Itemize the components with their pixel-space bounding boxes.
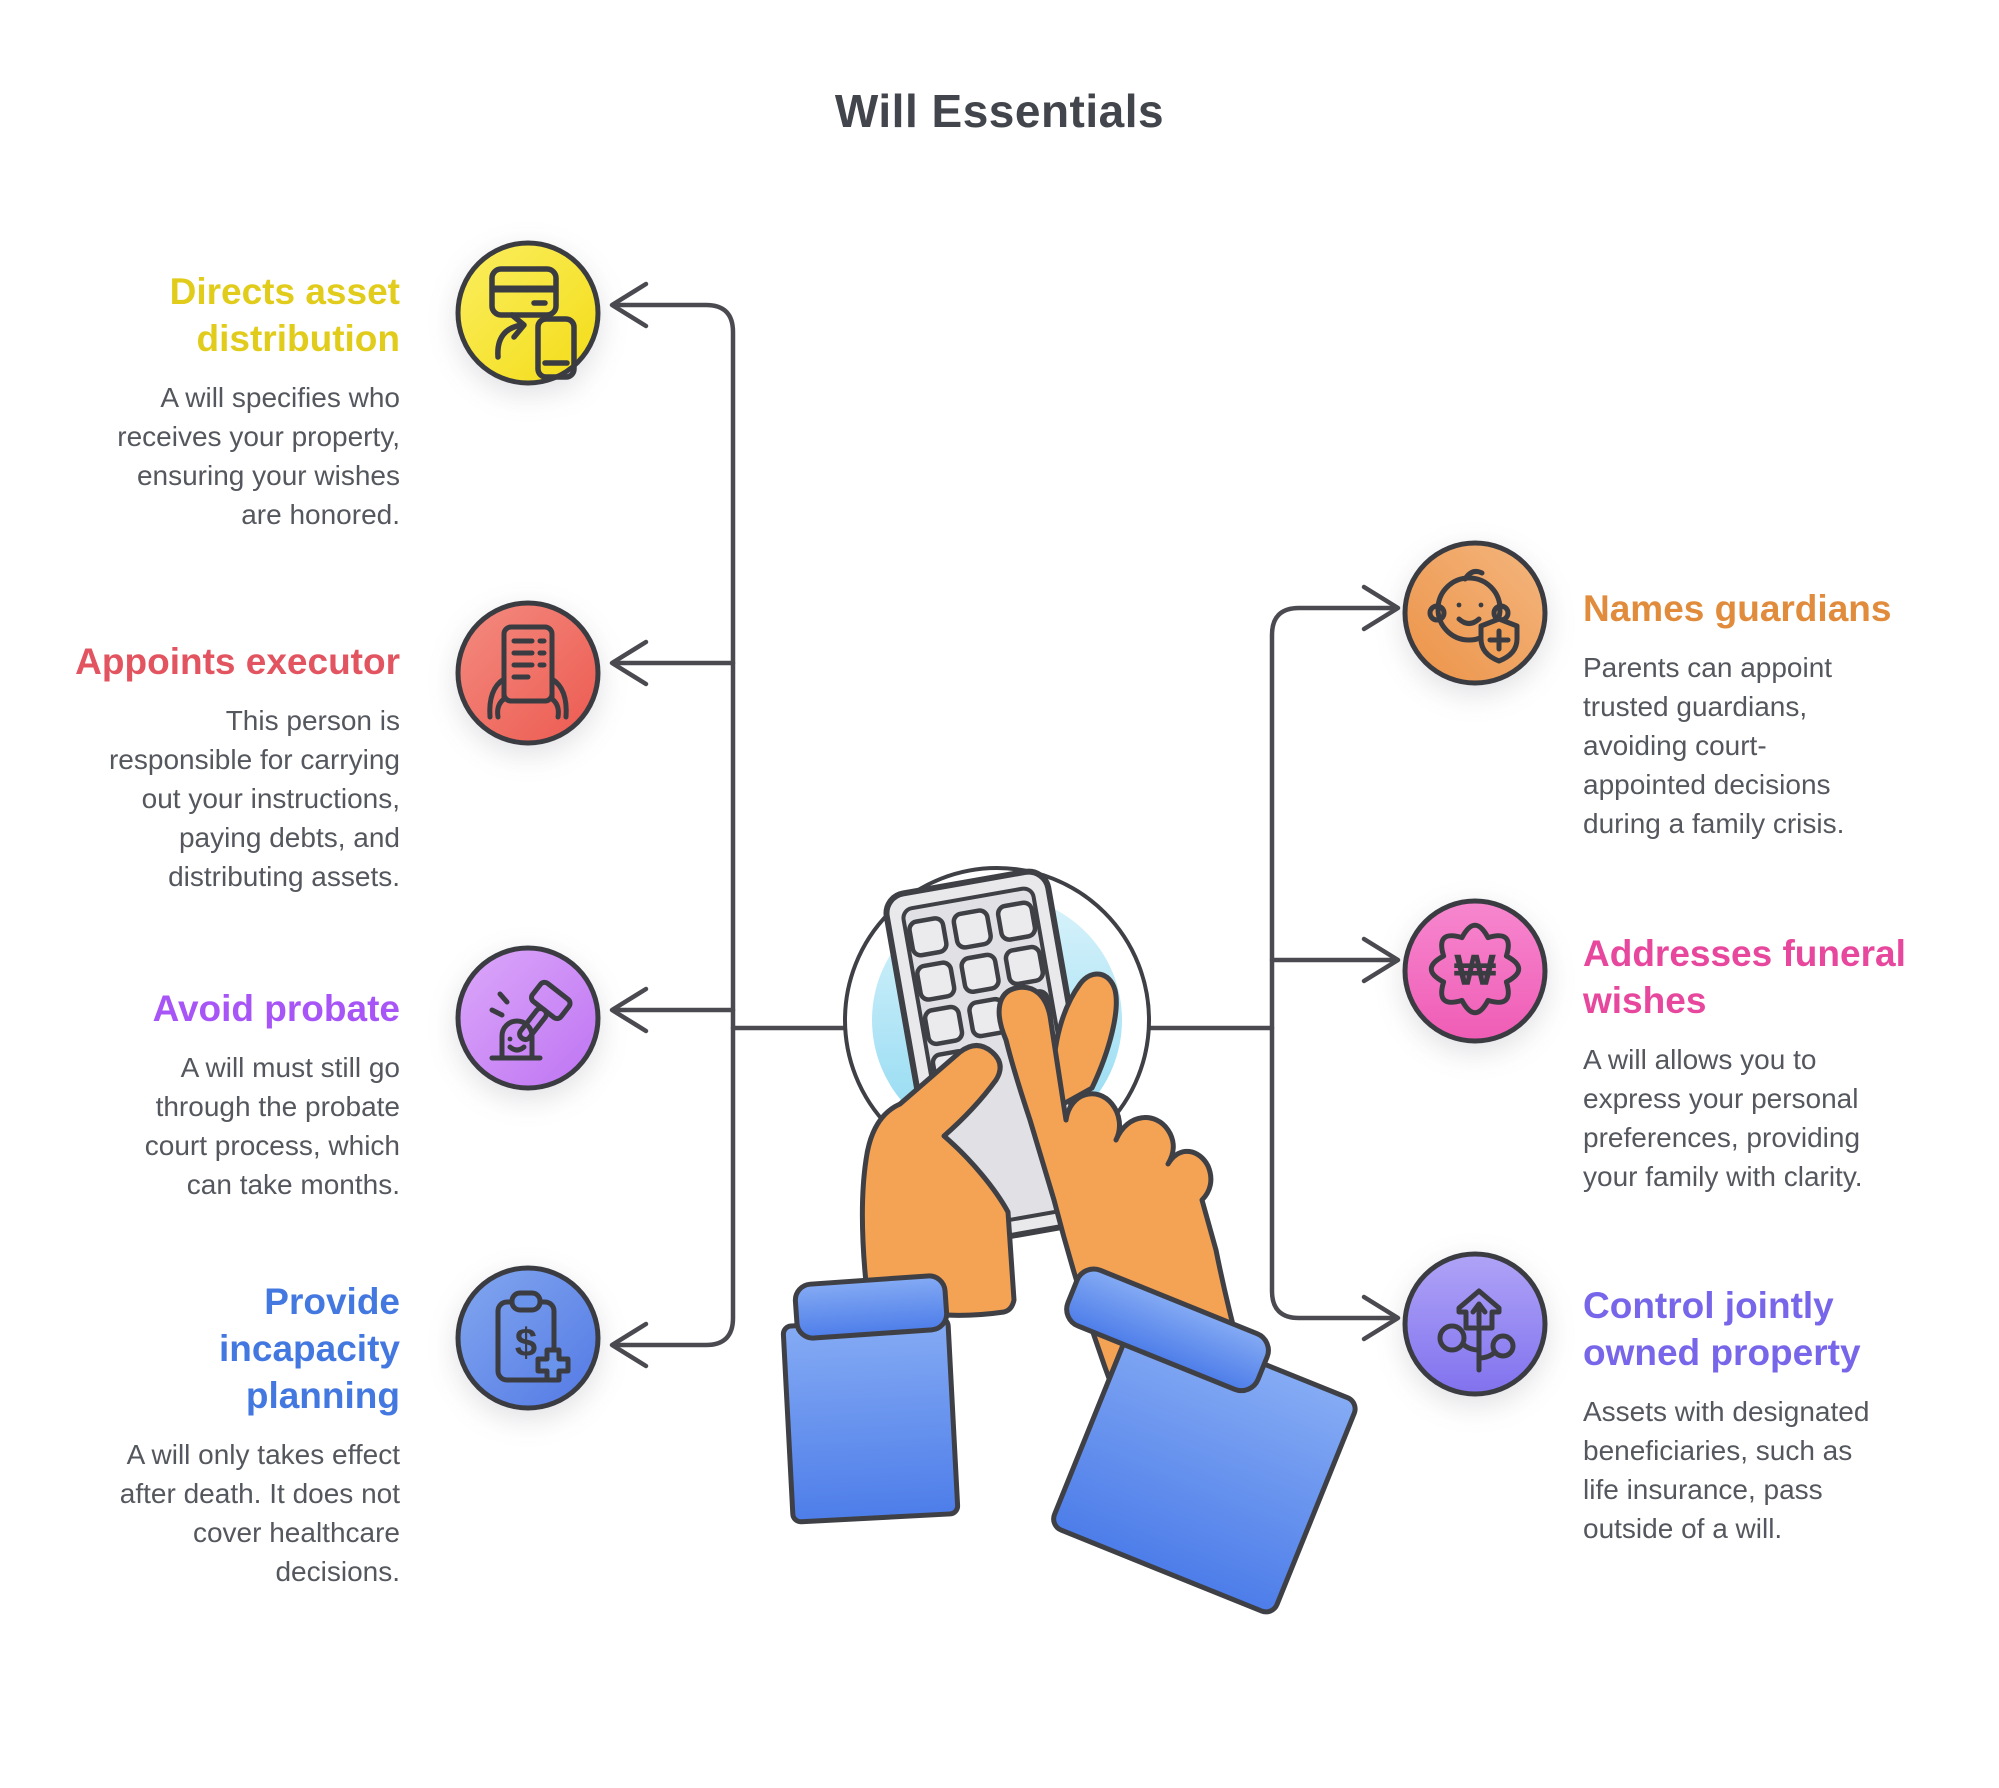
left-arrowhead-bottom: [609, 1321, 649, 1369]
item-body: This person is responsible for carrying …: [108, 705, 400, 892]
item-control-jointly-owned-property: Control jointly owned property Assets wi…: [1583, 1282, 1943, 1548]
funeral-wishes-icon: ₩: [1395, 891, 1555, 1051]
item-body: A will only takes effect after death. It…: [119, 1439, 400, 1587]
left-connector-trunk: [615, 302, 736, 1348]
item-heading: Directs asset distribution: [169, 271, 400, 359]
right-sleeve: [1051, 1266, 1358, 1615]
item-names-guardians: Names guardians Parents can appoint trus…: [1583, 585, 1943, 843]
executor-document-icon: [448, 593, 608, 753]
item-directs-asset-distribution: Directs asset distribution A will specif…: [56, 268, 400, 534]
connector-group: [609, 281, 1401, 1369]
asset-transfer-icon: [448, 233, 608, 393]
item-body: A will specifies who receives your prope…: [117, 382, 400, 530]
joint-property-icon: [1395, 1244, 1555, 1404]
left-arrowhead-top: [609, 281, 649, 329]
item-body: A will allows you to express your person…: [1583, 1044, 1863, 1192]
item-avoid-probate: Avoid probate A will must still go throu…: [56, 985, 400, 1204]
item-body: Assets with designated beneficiaries, su…: [1583, 1396, 1870, 1544]
right-arrowhead-top: [1361, 584, 1401, 632]
left-sleeve: [780, 1273, 961, 1525]
left-hand: [859, 1043, 1017, 1318]
left-arrowhead-executor: [609, 639, 649, 687]
dollar-glyph: $: [515, 1321, 537, 1365]
left-arrowhead-probate: [609, 986, 649, 1034]
item-heading: Addresses funeral wishes: [1583, 933, 1906, 1021]
item-body: Parents can appoint trusted guardians, a…: [1583, 652, 1845, 839]
item-addresses-funeral-wishes: Addresses funeral wishes A will allows y…: [1583, 930, 1943, 1196]
item-heading: Provide incapacity planning: [219, 1281, 400, 1416]
item-heading: Appoints executor: [75, 641, 400, 682]
right-arrowhead-bottom: [1361, 1294, 1401, 1342]
right-arrowhead-funeral: [1361, 936, 1401, 984]
item-provide-incapacity-planning: Provide incapacity planning A will only …: [56, 1278, 400, 1591]
item-body: A will must still go through the probate…: [144, 1052, 400, 1200]
item-appoints-executor: Appoints executor This person is respons…: [56, 638, 400, 896]
probate-gavel-icon: [448, 938, 608, 1098]
won-glyph: ₩: [1454, 946, 1496, 995]
guardian-baby-icon: [1395, 533, 1555, 693]
item-heading: Avoid probate: [152, 988, 400, 1029]
item-heading: Control jointly owned property: [1583, 1285, 1861, 1373]
page-title: Will Essentials: [834, 85, 1165, 137]
item-heading: Names guardians: [1583, 588, 1892, 629]
right-connector-trunk: [1269, 605, 1395, 1321]
incapacity-clipboard-icon: $: [448, 1258, 608, 1418]
